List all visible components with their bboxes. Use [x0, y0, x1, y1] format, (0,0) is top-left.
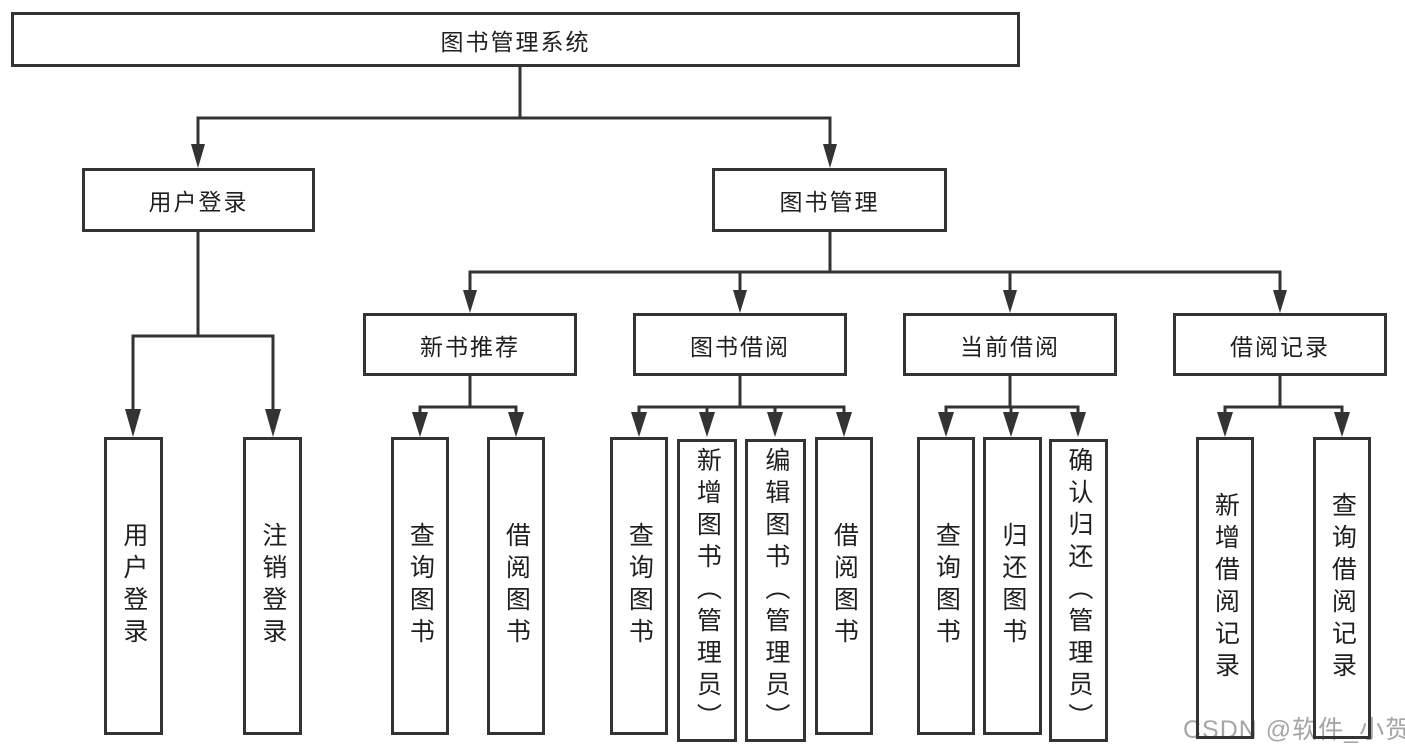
node-label: 当前借阅	[960, 333, 1060, 360]
node-label: 借阅图书	[502, 522, 531, 650]
leaf-user-login: 用户登录	[104, 437, 163, 735]
leaf-query-borrow-record: 查询借阅记录	[1313, 437, 1371, 739]
node-label: 用户登录	[119, 522, 148, 650]
node-book-management: 图书管理	[712, 168, 947, 232]
node-label: 确认归还（管理员）	[1064, 446, 1093, 735]
node-label: 查询图书	[932, 522, 961, 650]
node-label: 借阅图书	[830, 522, 859, 650]
node-label: 新增图书（管理员）	[693, 446, 722, 735]
leaf-logout: 注销登录	[243, 437, 302, 735]
leaf-query-books-3: 查询图书	[917, 437, 975, 735]
node-label: 查询图书	[406, 522, 435, 650]
leaf-query-books-1: 查询图书	[391, 437, 449, 735]
node-label: 新增借阅记录	[1211, 492, 1240, 684]
leaf-borrow-books-2: 借阅图书	[815, 437, 873, 735]
leaf-query-books-2: 查询图书	[610, 437, 668, 735]
node-current-borrowing: 当前借阅	[903, 313, 1117, 376]
leaf-borrow-books-1: 借阅图书	[487, 437, 545, 735]
leaf-confirm-return-admin: 确认归还（管理员）	[1049, 439, 1108, 742]
node-label: 归还图书	[998, 522, 1027, 650]
node-book-borrowing: 图书借阅	[633, 313, 847, 376]
node-label: 查询借阅记录	[1328, 492, 1357, 684]
node-label: 查询图书	[625, 522, 654, 650]
node-label: 图书管理	[779, 189, 880, 215]
node-label: 编辑图书（管理员）	[761, 446, 790, 735]
leaf-add-book-admin: 新增图书（管理员）	[677, 439, 737, 742]
node-label: 新书推荐	[420, 333, 520, 360]
node-label: 图书借阅	[690, 333, 790, 360]
node-new-book-recommend: 新书推荐	[363, 313, 577, 376]
node-user-login: 用户登录	[82, 168, 315, 232]
node-label: 注销登录	[258, 522, 287, 650]
node-borrow-records: 借阅记录	[1173, 313, 1387, 376]
node-label: 用户登录	[148, 189, 249, 215]
node-label: 图书管理系统	[440, 28, 591, 55]
node-root-library-system: 图书管理系统	[11, 12, 1020, 67]
leaf-edit-book-admin: 编辑图书（管理员）	[745, 439, 806, 742]
leaf-return-books: 归还图书	[983, 437, 1042, 735]
csdn-watermark: CSDN @软件_小贺同学	[1183, 716, 1405, 744]
leaf-add-borrow-record: 新增借阅记录	[1196, 437, 1254, 739]
node-label: 借阅记录	[1230, 333, 1330, 360]
